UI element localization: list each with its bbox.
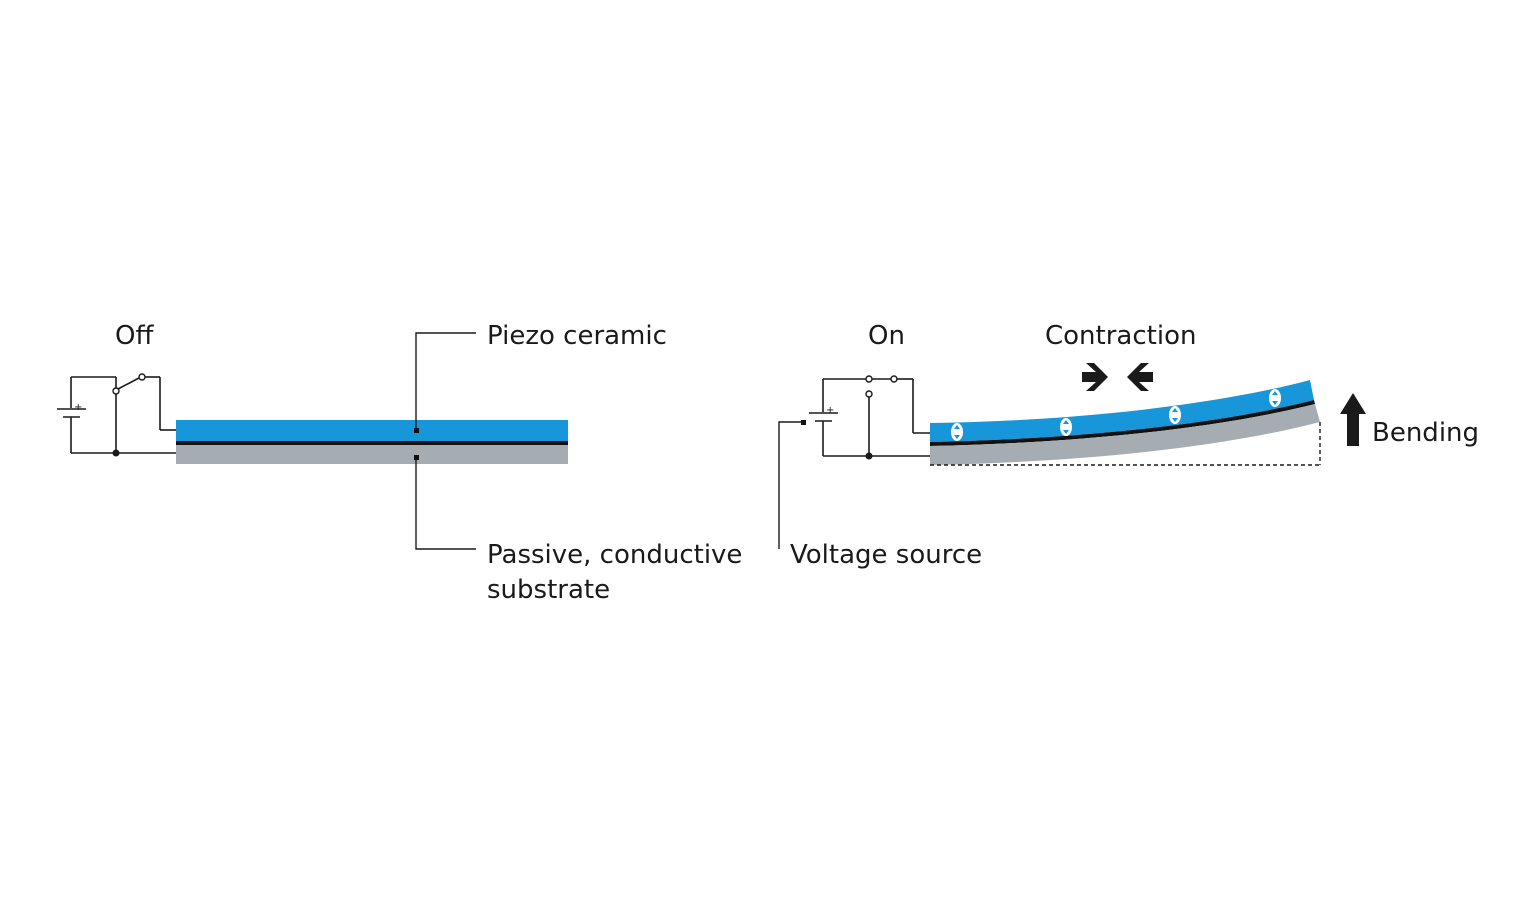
bond-line	[176, 441, 568, 445]
left-panel-off: Off +	[57, 321, 742, 605]
off-circuit: +	[57, 373, 176, 457]
deflection-reference	[930, 422, 1321, 466]
on-circuit: +	[809, 375, 930, 460]
charge-marker-icon	[1169, 406, 1181, 424]
piezo-ceramic-layer	[176, 420, 568, 441]
charge-marker-icon	[1060, 418, 1072, 436]
bending-arrow-icon	[1340, 393, 1366, 446]
bent-bender	[930, 380, 1320, 465]
contraction-arrows-icon	[1082, 363, 1153, 391]
piezo-leader	[414, 332, 476, 433]
charge-marker-icon	[951, 423, 963, 441]
switch-open-icon	[112, 373, 176, 457]
voltage-leader	[778, 420, 806, 549]
substrate-label-line1: Passive, conductive	[487, 540, 742, 570]
flat-bender	[176, 420, 568, 464]
charge-marker-icon	[1269, 389, 1281, 407]
battery-icon: +	[57, 377, 86, 453]
contraction-label: Contraction	[1045, 321, 1196, 351]
right-panel-on: On Contraction +	[778, 321, 1479, 570]
substrate-layer	[176, 445, 568, 464]
substrate-leader	[414, 455, 476, 550]
battery-icon: +	[809, 379, 838, 456]
battery-plus-sign: +	[74, 402, 82, 413]
battery-plus-sign: +	[826, 405, 834, 416]
off-label: Off	[115, 321, 154, 351]
bond-line	[930, 400, 1315, 446]
piezo-ceramic-layer	[930, 380, 1314, 442]
substrate-label-line2: substrate	[487, 575, 610, 605]
substrate-layer	[930, 404, 1320, 465]
switch-closed-icon	[865, 375, 930, 460]
on-label: On	[868, 321, 905, 351]
bending-label: Bending	[1372, 418, 1479, 448]
voltage-source-label: Voltage source	[790, 540, 982, 570]
piezo-ceramic-label: Piezo ceramic	[487, 321, 667, 351]
